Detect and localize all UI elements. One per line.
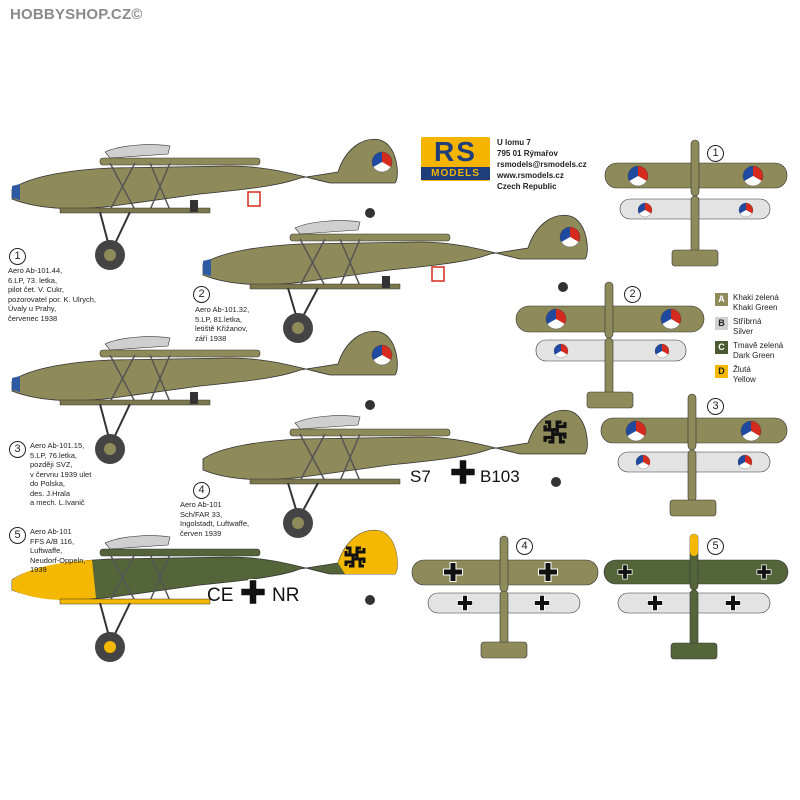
topview-4-number: 4: [516, 538, 533, 555]
address-line: www.rsmodels.cz: [497, 171, 564, 180]
caption-line: FFS A/B 116,: [30, 536, 75, 546]
plane-2-top-views: [515, 281, 705, 409]
address-line: rsmodels@rsmodels.cz: [497, 160, 587, 169]
legend-cz: Tmavě zelená: [733, 341, 784, 350]
caption-line: 6.LP, 73. letka,: [8, 275, 58, 285]
caption-line: září 1938: [195, 333, 227, 343]
watermark: HOBBYSHOP.CZ©: [10, 6, 143, 23]
caption-line: Neudorf-Oppeln,: [30, 555, 86, 565]
legend-en: Silver: [733, 326, 754, 336]
legend-swatch: C: [715, 341, 728, 354]
topview-3-number: 3: [707, 398, 724, 415]
caption-line: Aero Ab-101: [180, 500, 222, 509]
plane-5-code-left: CE: [207, 585, 233, 606]
logo-models-text: MODELS: [421, 167, 490, 180]
plane-2-side-view: L6: [202, 214, 588, 343]
plane-2-code: L6: [448, 267, 472, 292]
plane-5-code-right: NR: [272, 585, 299, 606]
legend-swatch: D: [715, 365, 728, 378]
plane-1-code: N7: [265, 193, 293, 218]
plane-4-side-view: S7 B103: [202, 409, 588, 538]
topview-1-number: 1: [707, 145, 724, 162]
scheme-2-number: 2: [193, 286, 210, 303]
caption-line: Sch/FAR 33,: [180, 509, 223, 519]
caption-line: Aero Ab-101.15,: [30, 441, 85, 450]
caption-line: 5.LP, 81.letka,: [195, 314, 242, 324]
address-line: U lomu 7: [497, 138, 531, 147]
caption-line: Aero Ab-101.32,: [195, 305, 250, 314]
address-block: U lomu 7 795 01 Rýmařov rsmodels@rsmodel…: [497, 137, 587, 192]
caption-line: Luftwaffe,: [30, 546, 63, 555]
legend-cz: Khaki zelená: [733, 293, 779, 302]
rs-models-logo: RS MODELS: [421, 137, 490, 181]
scheme-5-caption: Aero Ab-101 FFS A/B 116, Luftwaffe, Neud…: [30, 527, 85, 575]
caption-line: pilot čet. V. Cukr,: [8, 285, 65, 294]
plane-4-code-left: S7: [410, 467, 431, 486]
plane-3-side-view: V4: [11, 330, 398, 464]
legend-swatch: B: [715, 317, 728, 330]
legend-swatch: A: [715, 293, 728, 306]
scheme-1-caption: Aero Ab-101.44, 6.LP, 73. letka, pilot č…: [8, 266, 96, 323]
topview-5-number: 5: [707, 538, 724, 555]
plane-3-code: V4: [262, 386, 291, 413]
legend-cz: Žlutá: [733, 365, 751, 374]
plane-4-top-views: [411, 535, 599, 659]
caption-line: a mech. L.Ivanič: [30, 498, 85, 507]
caption-line: letiště Křižanov,: [195, 324, 248, 333]
topview-2-number: 2: [624, 286, 641, 303]
caption-line: Aero Ab-101.44,: [8, 266, 63, 275]
caption-line: Úvaly u Prahy,: [8, 304, 57, 313]
caption-line: do Polska,: [30, 479, 66, 488]
address-line: 795 01 Rýmařov: [497, 149, 558, 158]
scheme-2-caption: Aero Ab-101.32, 5.LP, 81.letka, letiště …: [195, 305, 249, 343]
legend-cz: Stříbrná: [733, 317, 762, 326]
plane-5-side-view: CE NR: [11, 529, 398, 662]
legend-en: Khaki Green: [733, 302, 778, 312]
address-line: Czech Republic: [497, 182, 557, 191]
caption-line: des. J.Hrala: [30, 488, 71, 498]
legend-en: Yellow: [733, 374, 756, 384]
caption-line: 1939: [30, 565, 47, 574]
logo-rs-text: RS: [434, 136, 477, 167]
plane-1-side-view: N7: [11, 138, 398, 270]
caption-line: pozorovatel por. K. Ulrych,: [8, 294, 96, 304]
caption-line: červen 1939: [180, 528, 222, 538]
plane-4-code-right: B103: [480, 467, 520, 486]
caption-line: červenec 1938: [8, 313, 58, 323]
scheme-3-number: 3: [9, 441, 26, 458]
caption-line: Ingolstadt, Luftwaffe,: [180, 519, 250, 528]
caption-line: později SVZ,: [30, 460, 73, 469]
scheme-4-caption: Aero Ab-101 Sch/FAR 33, Ingolstadt, Luft…: [180, 500, 249, 538]
scheme-3-caption: Aero Ab-101.15, 5.LP, 76.letka, později …: [30, 441, 91, 508]
scheme-5-number: 5: [9, 527, 26, 544]
plane-1-top-views: [604, 139, 788, 267]
caption-line: 5.LP, 76.letka,: [30, 450, 77, 460]
scheme-1-number: 1: [9, 248, 26, 265]
scheme-4-number: 4: [193, 482, 210, 499]
caption-line: Aero Ab-101: [30, 527, 72, 536]
plane-3-top-views: [600, 393, 788, 517]
legend-en: Dark Green: [733, 350, 775, 360]
caption-line: v červnu 1939 ulet: [30, 469, 92, 479]
plane-5-top-views: [603, 533, 789, 660]
